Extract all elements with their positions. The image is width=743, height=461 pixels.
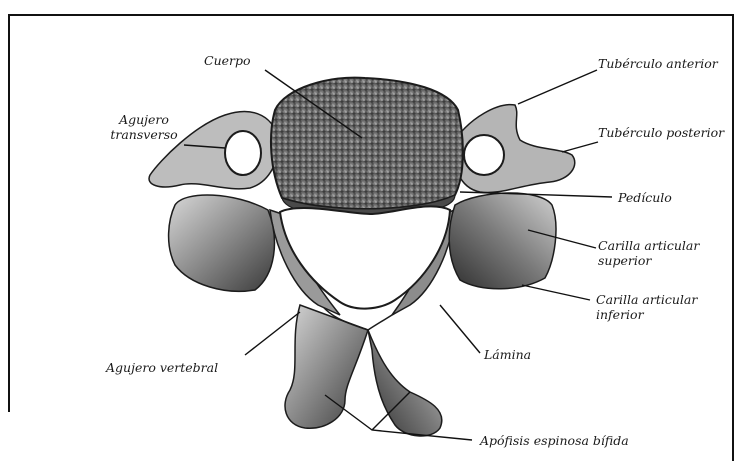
label-agujero-vertebral: Agujero vertebral — [106, 360, 218, 375]
leader-carilla-inferior — [522, 285, 590, 300]
label-tuberculo-posterior: Tubérculo posterior — [598, 125, 724, 140]
label-carilla-superior: Carilla articular superior — [598, 238, 699, 268]
label-pediculo: Pedículo — [618, 190, 672, 205]
leader-lamina — [440, 305, 480, 353]
label-agujero-transverso-line1: Agujero — [104, 112, 184, 127]
label-tuberculo-anterior: Tubérculo anterior — [598, 56, 718, 71]
transverse-foramen-right — [464, 135, 504, 175]
label-agujero-transverso: Agujero transverso — [104, 112, 184, 142]
label-carilla-superior-line2: superior — [598, 253, 699, 268]
leader-agujero-vertebral — [245, 312, 300, 355]
label-apofisis-espinosa-bifida: Apófisis espinosa bífida — [480, 433, 629, 448]
label-lamina: Lámina — [484, 347, 531, 362]
label-agujero-transverso-line2: transverso — [104, 127, 184, 142]
transverse-foramen-left — [225, 131, 261, 175]
leader-tuberculo-anterior — [518, 70, 597, 104]
vertebral-body — [271, 78, 463, 216]
leader-tuberculo-posterior — [562, 142, 598, 152]
spinous-process — [285, 300, 442, 436]
label-cuerpo: Cuerpo — [204, 53, 251, 68]
label-carilla-inferior-line2: inferior — [596, 307, 697, 322]
label-carilla-inferior: Carilla articular inferior — [596, 292, 697, 322]
label-carilla-superior-line1: Carilla articular — [598, 238, 699, 253]
label-carilla-inferior-line1: Carilla articular — [596, 292, 697, 307]
